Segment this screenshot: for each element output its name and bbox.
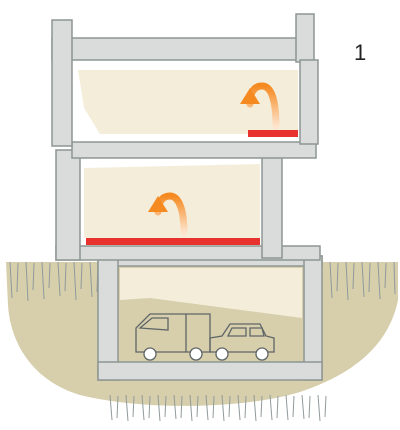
upper-floor-light-beam	[78, 70, 298, 134]
middle-floor-structure	[71, 141, 317, 159]
basement-structure	[97, 255, 323, 381]
van-icon	[135, 313, 211, 361]
floor-heating-strip-upper	[248, 130, 298, 137]
floor-heating-strip-middle	[86, 238, 260, 245]
grass-lines	[9, 261, 396, 422]
middle-floor-light-beam	[84, 164, 260, 238]
warm-air-arrow-icon	[240, 82, 280, 130]
upper-floor-structure	[51, 13, 319, 147]
figure-number: 1	[354, 40, 367, 65]
basement-light-beam	[120, 268, 302, 318]
car-icon	[209, 323, 275, 361]
warm-air-arrow-icon	[148, 192, 188, 236]
